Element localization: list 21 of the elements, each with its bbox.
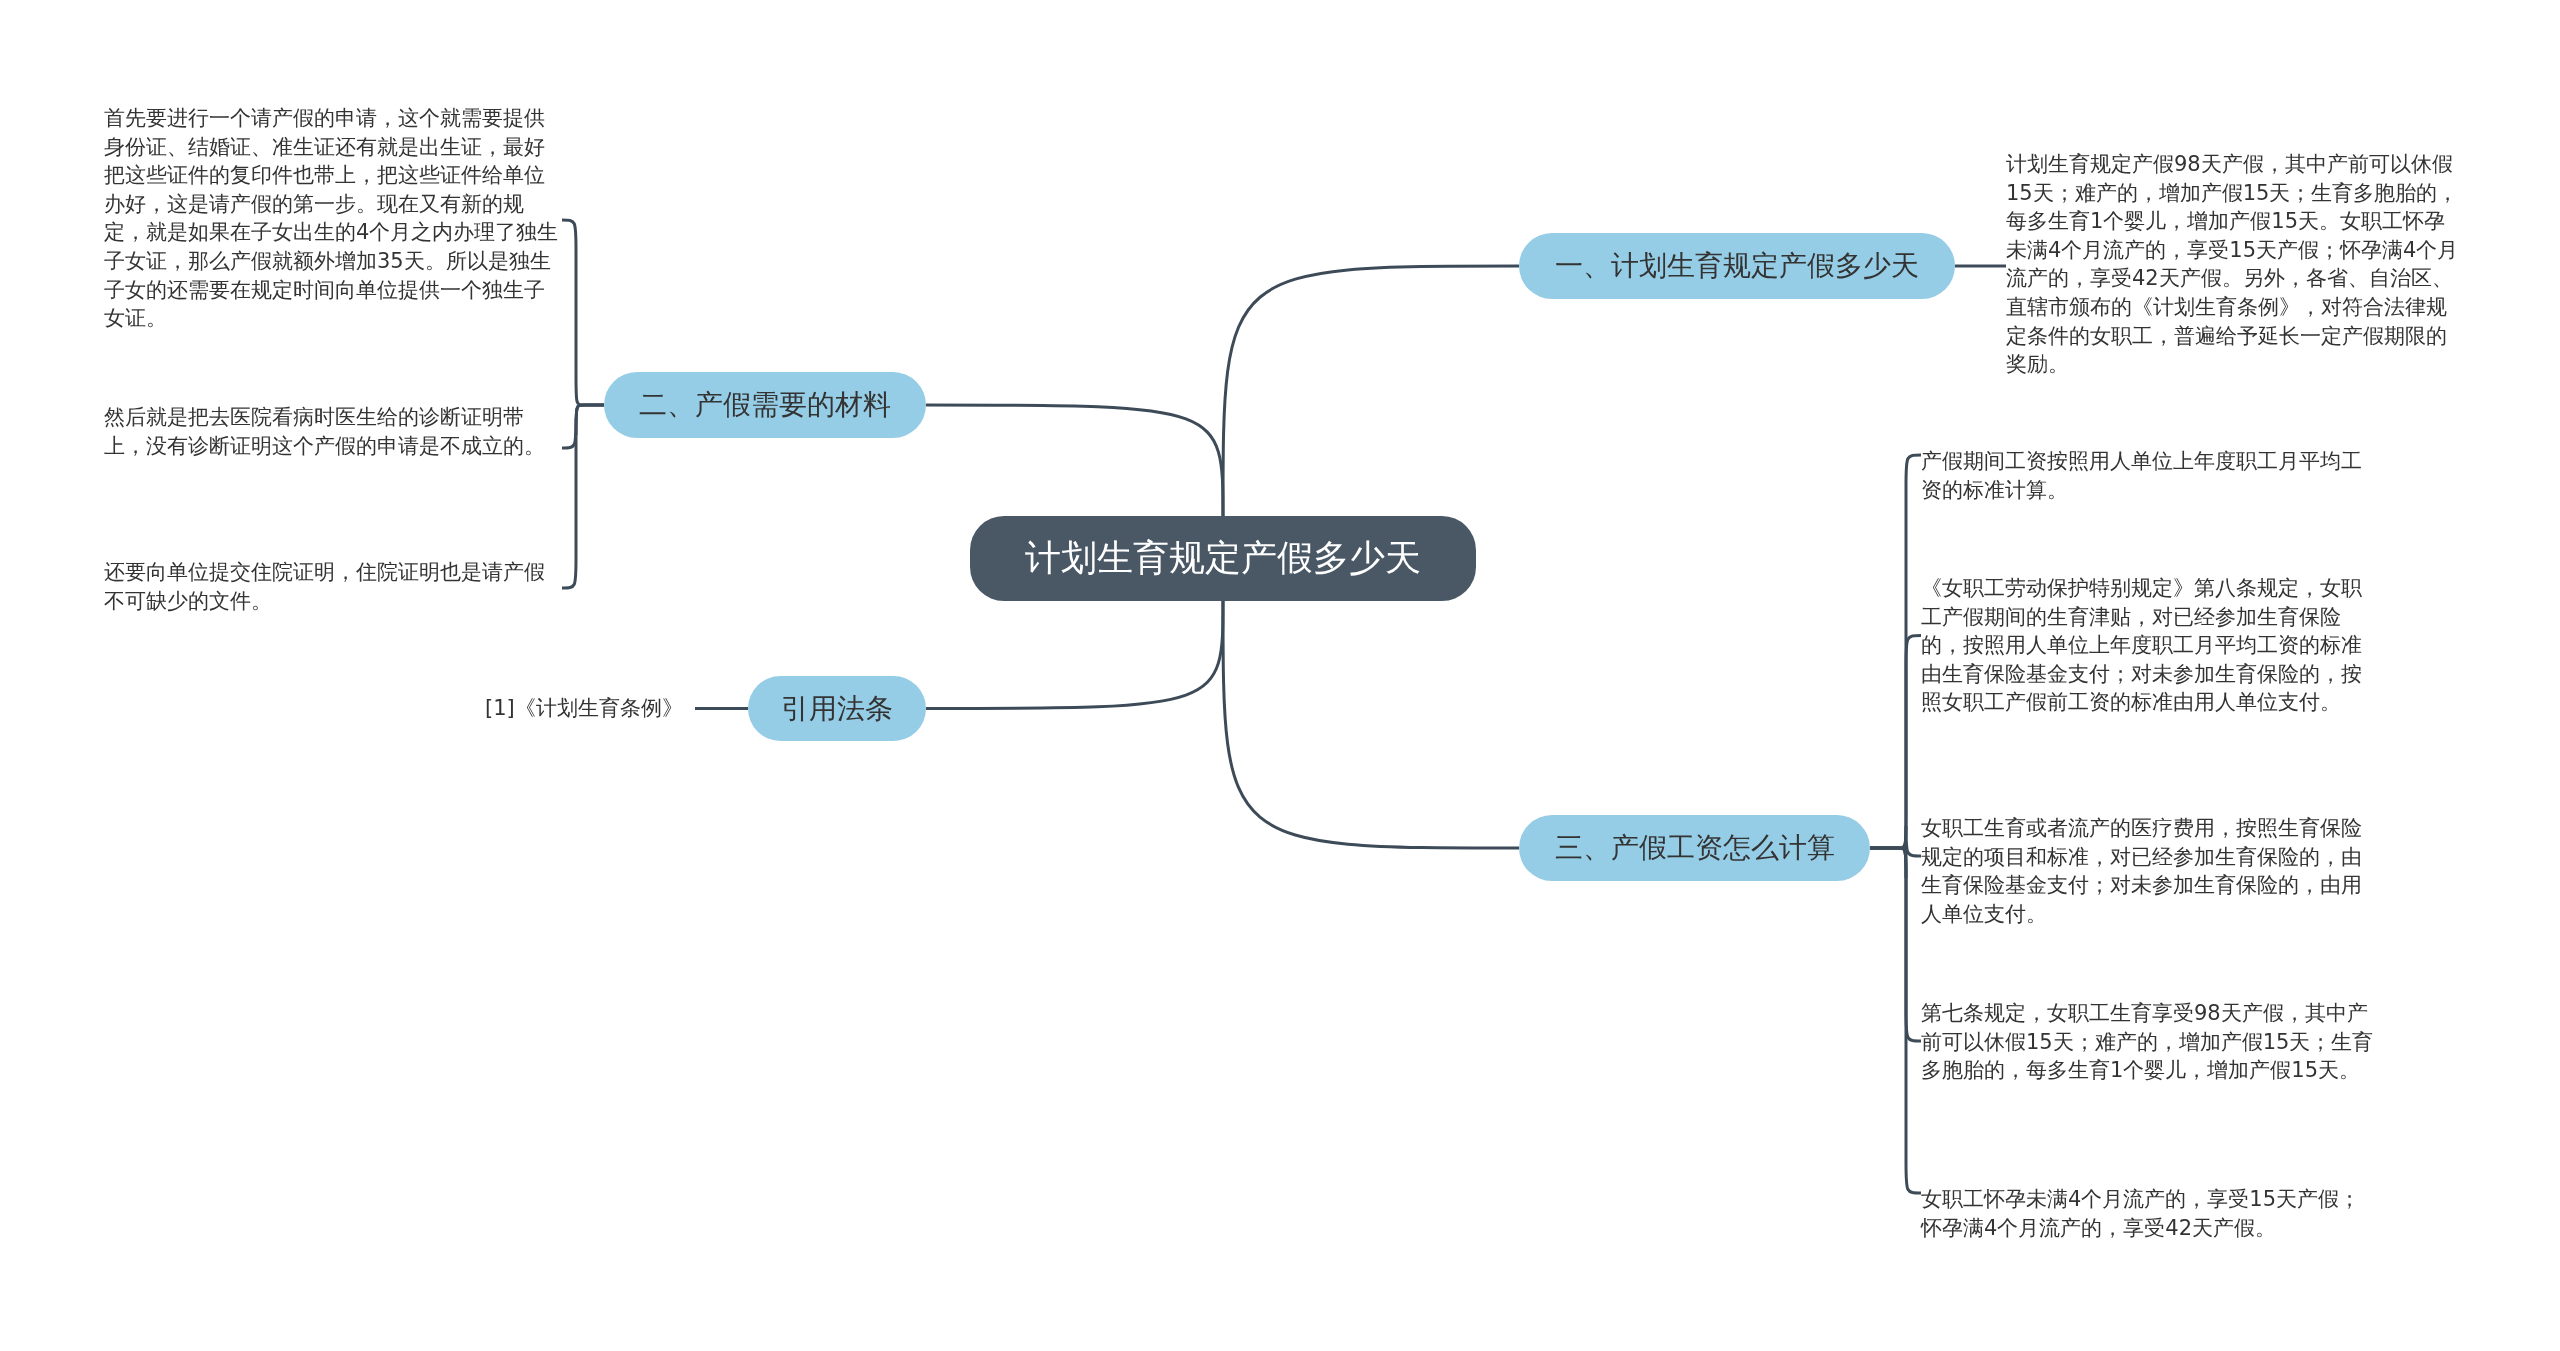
note-text: 首先要进行一个请产假的申请，这个就需要提供身份证、结婚证、准生证还有就是出生证，最好把这些证件的复印件也带上，把这些证件给单位办好，这是请产假的第一步。现在又有新的规定，就是如果在子女出生的4个月之内办理了独生子女证，那么产假就额外增加35天。所以是独生子女的还需要在规定时间向单位提供一个独生子女证。 xyxy=(104,104,562,336)
note-text: 《女职工劳动保护特别规定》第八条规定，女职工产假期间的生育津贴，对已经参加生育保险的，按照用人单位上年度职工月平均工资的标准由生育保险基金支付；对未参加生育保险的，按照女职工产假前工资的标准由用人单位支付。 xyxy=(1921,574,2377,750)
connector-line xyxy=(1955,264,2006,268)
connector-line xyxy=(1221,601,1519,850)
note-text: 第七条规定，女职工生育享受98天产假，其中产前可以休假15天；难产的，增加产假15天；生育多胞胎的，每多生育1个婴儿，增加产假15天。 xyxy=(1921,999,2377,1119)
note-text: 产假期间工资按照用人单位上年度职工月平均工资的标准计算。 xyxy=(1921,447,2377,507)
topic-pill: 引用法条 xyxy=(748,676,926,741)
note-text: 计划生育规定产假98天产假，其中产前可以休假15天；难产的，增加产假15天；生育多胞胎的，每多生育1个婴儿，增加产假15天。女职工怀孕未满4个月流产的，享受15天产假；怀孕满4个月流产的，享受42天产假。另外，各省、自治区、直辖市颁布的《计划生育条例》，对符合法律规定条件的女职工，普遍给予延长一定产假期限的奖励。 xyxy=(2006,150,2466,382)
topic-pill: 一、计划生育规定产假多少天 xyxy=(1519,233,1955,299)
connector-line xyxy=(926,601,1225,710)
topic-pill: 三、产假工资怎么计算 xyxy=(1519,815,1870,881)
note-text: 还要向单位提交住院证明，住院证明也是请产假不可缺少的文件。 xyxy=(104,558,562,618)
note-text: [1]《计划生育条例》 xyxy=(485,694,695,724)
note-text: 女职工生育或者流产的医疗费用，按照生育保险规定的项目和标准，对已经参加生育保险的，由生育保险基金支付；对未参加生育保险的，由用人单位支付。 xyxy=(1921,814,2377,934)
central-topic: 计划生育规定产假多少天 xyxy=(970,516,1476,601)
note-text: 然后就是把去医院看病时医生给的诊断证明带上，没有诊断证明这个产假的申请是不成立的。 xyxy=(104,403,562,493)
topic-pill: 二、产假需要的材料 xyxy=(604,372,926,438)
note-text: 女职工怀孕未满4个月流产的，享受15天产假；怀孕满4个月流产的，享受42天产假。 xyxy=(1921,1185,2377,1245)
connector-line xyxy=(926,403,1225,516)
connector-line xyxy=(695,707,748,710)
connector-line xyxy=(1221,264,1519,516)
